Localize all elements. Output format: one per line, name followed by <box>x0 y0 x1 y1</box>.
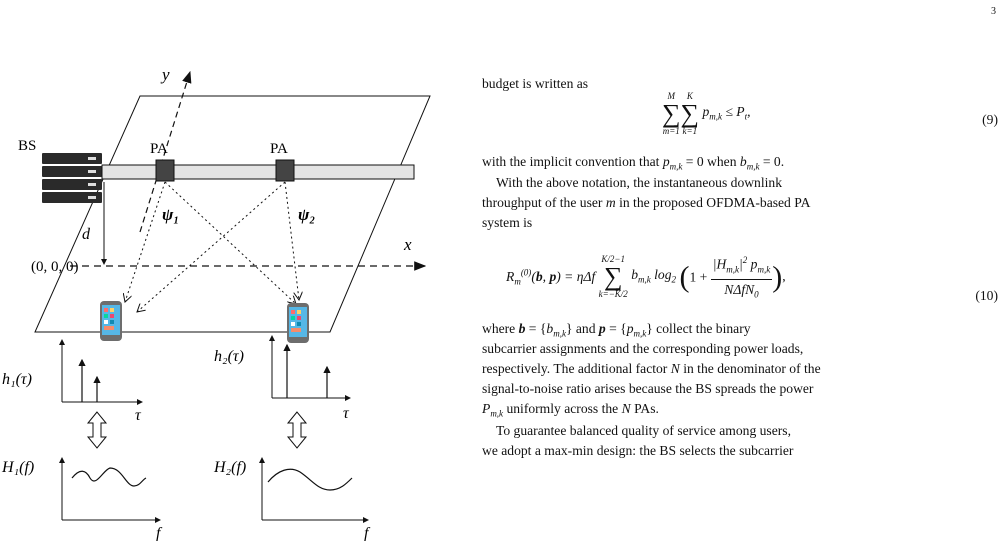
psi-1-label: ψ₁ <box>162 205 179 224</box>
user-device-1-icon <box>100 301 122 341</box>
implicit-convention: with the implicit convention that pm,k =… <box>482 154 785 172</box>
impulse-response-2 <box>269 335 351 401</box>
f-label-2: f <box>364 525 371 541</box>
bs-label: BS <box>18 138 36 154</box>
pinching-antenna-1 <box>155 159 175 182</box>
y-axis <box>139 70 192 233</box>
x-axis-label: x <box>403 235 412 254</box>
where-line-4: signal-to-noise ratio arises because the… <box>482 381 814 396</box>
height-label: d <box>82 226 91 243</box>
notation-line-2: throughput of the user m in the proposed… <box>482 195 811 210</box>
signal-paths <box>125 181 299 312</box>
equation-9-number: (9) <box>982 112 998 127</box>
waveguide <box>101 164 415 180</box>
notation-line-1: With the above notation, the instantaneo… <box>496 175 782 190</box>
H2-f-label: H₂(f) <box>213 459 246 476</box>
frequency-response-1 <box>59 457 161 523</box>
impulse-response-1 <box>59 339 143 405</box>
tau-label-2: τ <box>343 405 350 422</box>
H1-f-label: H₁(f) <box>1 459 34 476</box>
equation-10-number: (10) <box>975 288 998 303</box>
tau-label-1: τ <box>135 407 142 424</box>
equation-10: Rm(0)(b, p) = ηΔf K/2−1∑k=−K/2 bm,k log2… <box>482 250 998 320</box>
where-line-2: subcarrier assignments and the correspon… <box>482 341 804 356</box>
fourier-arrow-2 <box>286 411 308 449</box>
guarantee-line-1: To guarantee balanced quality of service… <box>496 423 791 438</box>
notation-line-3: system is <box>482 215 533 230</box>
f-label-1: f <box>156 525 163 541</box>
guarantee-line-2: we adopt a max-min design: the BS select… <box>482 443 794 458</box>
user-device-2-icon <box>287 303 309 343</box>
pinching-antenna-2 <box>275 159 295 182</box>
h1-tau-label: h₁(τ) <box>2 371 32 388</box>
where-line-5: Pm,k uniformly across the N PAs. <box>482 401 659 419</box>
h2-tau-label: h₂(τ) <box>214 348 244 365</box>
pa-label-1: PA <box>150 141 168 157</box>
base-station-icon <box>42 153 102 203</box>
origin-label: (0, 0, 0) <box>31 259 79 275</box>
where-line-1: where b = {bm,k} and p = {pm,k} collect … <box>482 321 751 339</box>
where-line-3: respectively. The additional factor N in… <box>482 361 821 376</box>
system-model-figure: y x BS PA PA ψ₁ ψ₂ d (0, 0, 0) <box>1 65 431 541</box>
ground-plane <box>34 95 431 333</box>
fourier-arrow-1 <box>86 411 108 449</box>
frequency-response-2 <box>259 457 369 523</box>
pa-label-2: PA <box>270 141 288 157</box>
psi-2-label: ψ₂ <box>298 205 315 224</box>
y-axis-label: y <box>160 65 170 84</box>
budget-intro: budget is written as <box>482 76 589 91</box>
page-number: 3 <box>991 6 996 17</box>
